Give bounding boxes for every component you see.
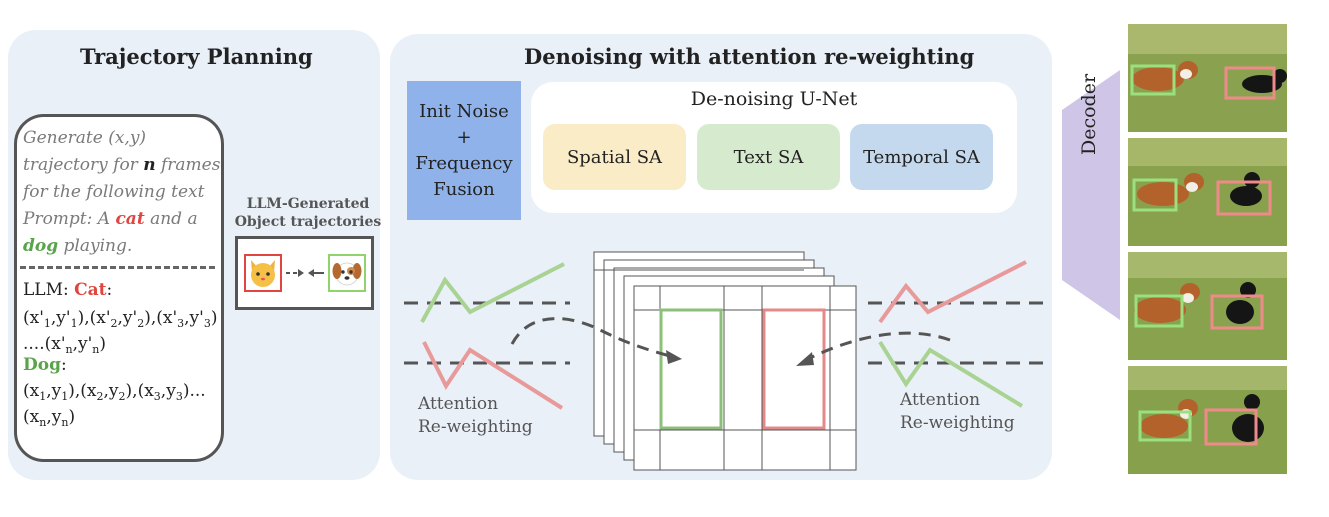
cat-face-icon (251, 260, 275, 287)
right-red-trajectory (878, 260, 1027, 324)
prompt-line-2: trajectory for n frames (23, 155, 221, 175)
cat-attention-box (762, 308, 826, 430)
frame-image (1128, 24, 1287, 132)
attention-diagram (404, 251, 1045, 471)
attention-reweighting-right: Attention Re-weighting (900, 390, 1015, 433)
frame-grid (594, 260, 856, 470)
trajectory-arrow-icon (286, 269, 324, 277)
left-red-trajectory (422, 341, 564, 410)
dog-emoji-box (328, 254, 366, 292)
decoder-shape (1062, 70, 1120, 320)
cat-emoji-box (244, 254, 282, 292)
prompt-line-4: Prompt: A cat and a (23, 209, 198, 229)
frame-front (633, 285, 857, 471)
trajectory-box (235, 236, 374, 310)
cat-coords-line-1: (x'1,y'1),(x'2,y'2),(x'3,y'3) (23, 308, 218, 330)
frame-image (1128, 366, 1287, 474)
frame-image (1128, 138, 1287, 246)
trajectory-planning-title: Trajectory Planning (80, 44, 313, 69)
output-frame-1 (1128, 24, 1287, 132)
prompt-line-1: Generate (x,y) (23, 128, 147, 148)
unet-box: De-noising U-Net Spatial SA Text SA Temp… (531, 82, 1017, 213)
denoising-title: Denoising with attention re-weighting (524, 44, 975, 69)
llm-cat-label: LLM: Cat: (23, 280, 113, 300)
llm-generated-trajectories-label: LLM-Generated Object trajectories (234, 196, 382, 230)
decoder-label: Decoder (1078, 73, 1100, 155)
right-curved-arrow (809, 331, 951, 360)
output-frame-3 (1128, 252, 1287, 360)
prompt-box (14, 114, 224, 462)
attention-reweighting-left: Attention Re-weighting (418, 394, 533, 437)
prompt-line-5: dog playing. (23, 236, 133, 256)
dog-attention-box (659, 308, 723, 430)
dog-face-icon (332, 262, 362, 286)
output-frame-4 (1128, 366, 1287, 474)
frame-stack (593, 251, 857, 471)
right-arrowhead (796, 352, 814, 366)
temporal-sa-block: Temporal SA (850, 124, 993, 190)
right-green-trajectory (878, 340, 1024, 408)
init-noise-box: Init Noise + Frequency Fusion (407, 81, 521, 220)
dashed-separator (20, 266, 215, 269)
dog-coords-line-1: (x1,y1),(x2,y2),(x3,y3)... (23, 381, 206, 403)
cat-coords-line-2: ....(x'n,y'n) (23, 334, 107, 356)
frame-image (1128, 252, 1287, 360)
left-curved-arrow (510, 317, 671, 358)
spatial-sa-block: Spatial SA (543, 124, 686, 190)
output-frame-2 (1128, 138, 1287, 246)
unet-title: De-noising U-Net (690, 88, 858, 110)
left-arrowhead (666, 350, 682, 364)
prompt-line-3: for the following text (23, 182, 205, 202)
dog-coords-line-2: (xn,yn) (23, 407, 76, 429)
text-sa-block: Text SA (697, 124, 840, 190)
dog-label: Dog: (23, 355, 67, 375)
left-green-trajectory (420, 262, 565, 323)
